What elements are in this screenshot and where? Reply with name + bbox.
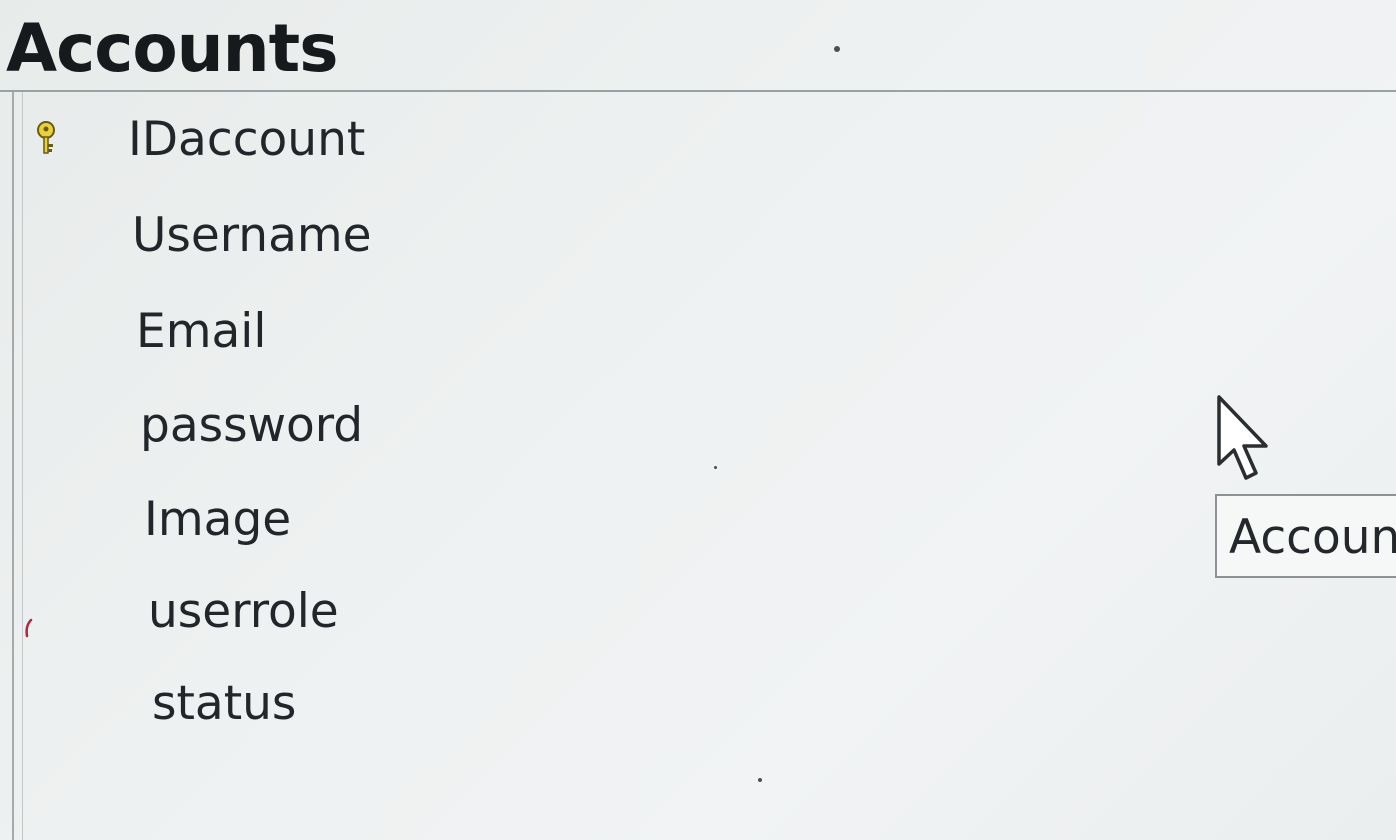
column-row-userrole[interactable]: userrole [0,562,600,654]
column-row-username[interactable]: Username [0,186,600,278]
foreign-key-marker-icon [25,618,33,638]
column-name: password [140,398,364,453]
column-name: IDaccount [128,112,366,167]
screen-speck [834,46,840,52]
column-name: Email [136,304,267,359]
table-title[interactable]: Accounts [6,10,338,87]
table-left-border [12,92,14,840]
column-row-status[interactable]: status [0,656,600,748]
column-name: userrole [148,584,339,639]
table-tooltip: Accounts [1215,494,1396,578]
column-name: Image [144,492,292,547]
screen-speck [714,466,717,469]
column-row-email[interactable]: Email [0,280,600,372]
column-row-idaccount[interactable]: IDaccount [0,92,600,184]
column-row-image[interactable]: Image [0,468,600,560]
column-name: status [152,676,297,731]
column-name: Username [132,208,372,263]
mouse-pointer-icon [1217,395,1268,480]
column-row-password[interactable]: password [0,374,600,466]
primary-key-icon [37,121,55,154]
table-header[interactable]: Accounts [0,0,1396,92]
tooltip-text: Accounts [1229,510,1396,565]
screen-speck [758,778,762,782]
table-left-border-inner [22,92,23,840]
